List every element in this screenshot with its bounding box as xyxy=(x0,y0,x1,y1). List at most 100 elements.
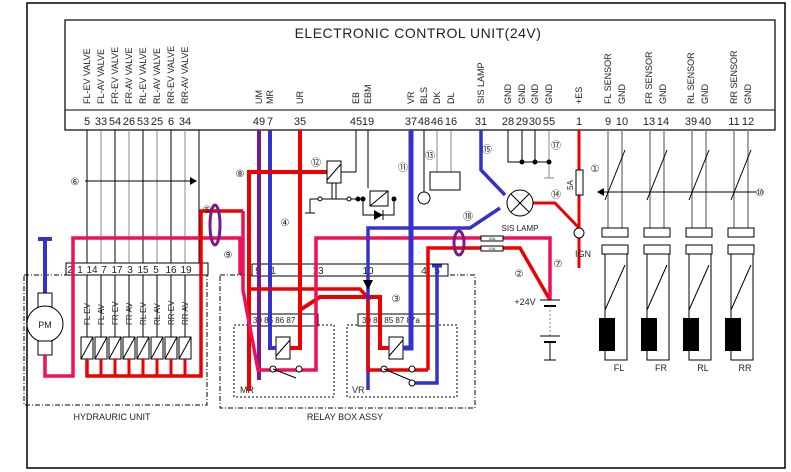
ecu-signal-label: GND xyxy=(517,84,527,105)
ecu-block: ELECTRONIC CONTROL UNIT(24V) FL-EV VALVE… xyxy=(64,19,776,131)
hu-pin: 7 xyxy=(101,265,107,276)
valve-label: FL EV xyxy=(83,302,92,325)
valve-label: FR AV xyxy=(125,302,134,325)
callout-label: ② xyxy=(515,269,524,280)
ecu-pin-number: 25 xyxy=(151,116,163,128)
ecu-pin-number: 37 xyxy=(405,116,417,128)
hu-pin: 3 xyxy=(127,265,133,276)
sensor-connector-a xyxy=(685,227,713,238)
wire-5 xyxy=(412,266,439,385)
valve-bus-drops xyxy=(85,359,187,376)
wire-mr xyxy=(268,130,276,350)
eb-relay xyxy=(305,130,397,220)
sensor-label: RR xyxy=(739,363,752,373)
vr-box xyxy=(346,324,458,398)
callout-label: ⑭ xyxy=(551,189,561,201)
gnd-node-3 xyxy=(546,159,552,165)
ecu-pin-number: 39 xyxy=(685,116,697,128)
valve-label: RR EV xyxy=(167,300,176,325)
callout-label: ⑦ xyxy=(554,259,563,270)
vr-contact-c xyxy=(408,379,416,387)
sensor-slash xyxy=(688,264,710,311)
sensor-connector-b xyxy=(685,244,713,255)
sensor-body xyxy=(688,254,712,361)
ecu-signal-label: GND xyxy=(658,84,668,105)
battery: +24V xyxy=(514,297,560,361)
mr-coil-slash xyxy=(275,339,291,357)
sensor-connector-b xyxy=(643,244,671,255)
ecu-pin-number: 14 xyxy=(657,116,669,128)
ecu-signal-label: DK xyxy=(432,91,442,104)
ecu-signal-label: GND xyxy=(503,84,513,105)
relay-box-pin: 4 xyxy=(421,266,427,277)
callout-label: ⑥ xyxy=(71,177,80,188)
ecu-pin-number: 53 xyxy=(137,116,149,128)
sensor-connector-a xyxy=(601,227,629,238)
main-wires xyxy=(241,130,581,391)
ecu-pin-number: 10 xyxy=(616,116,628,128)
ecu-pin-number: 7 xyxy=(267,116,273,128)
relay-box-pin: 13 xyxy=(312,266,324,277)
ecu-signal-label: FR-EV VALVE xyxy=(110,47,120,104)
hu-pin: 16 xyxy=(165,265,177,276)
sensor-slash xyxy=(646,264,668,311)
callout-label: ⑬ xyxy=(425,150,435,162)
ecu-signal-label: FR SENSOR xyxy=(644,51,654,104)
ecu-signal-label: SIS LAMP xyxy=(476,62,486,104)
hu-pin: 5 xyxy=(153,265,159,276)
pm-power-wire xyxy=(43,236,242,378)
arrow-head-10 xyxy=(597,188,604,196)
ecu-pin-number: 34 xyxy=(179,116,191,128)
ecu-pin-number: 33 xyxy=(95,116,107,128)
callout-label: ⑤ xyxy=(203,205,212,216)
ign-label: IGN xyxy=(575,249,591,259)
ecu-pin-number: 46 xyxy=(431,116,443,128)
ecu-pin-number: 19 xyxy=(362,116,374,128)
mr-contact-b xyxy=(295,365,303,373)
pump-motor-label: PM xyxy=(38,320,52,330)
ecu-signal-label: RL-AV VALVE xyxy=(152,48,162,104)
ecu-pin-number: 30 xyxy=(529,116,541,128)
valve-label: RL AV xyxy=(153,303,162,325)
vr-label: VR xyxy=(352,385,365,395)
sensor-magnet xyxy=(725,318,741,351)
ign-switch xyxy=(573,227,585,239)
sensor-slash xyxy=(730,264,752,311)
ecu-pin-number: 55 xyxy=(543,116,555,128)
ecu-signal-label: RL SENSOR xyxy=(686,52,696,104)
harness-clamp-5 xyxy=(208,203,222,247)
dk-dl-component xyxy=(429,171,461,191)
relay-box-pin: 1 xyxy=(270,266,276,277)
ecu-signal-label: VR xyxy=(406,91,416,104)
callout-label: ③ xyxy=(392,294,401,305)
valve-solenoid-slash xyxy=(122,336,136,360)
callout-label: ⑫ xyxy=(311,157,321,169)
bls-switch xyxy=(417,191,431,205)
arrow-head-6 xyxy=(190,177,197,185)
ecu-signal-label: FL-AV VALVE xyxy=(96,49,106,104)
ecu-signal-label: +ES xyxy=(574,87,584,104)
ecu-pin-number: 31 xyxy=(475,116,487,128)
valve-label: FL AV xyxy=(97,303,106,325)
callout-label: ⑩ xyxy=(756,188,765,199)
sensor-connector-b xyxy=(601,244,629,255)
sensor-connector-a xyxy=(643,227,671,238)
callout-label: ⑰ xyxy=(551,140,561,152)
ecu-pin-number: 28 xyxy=(502,116,514,128)
callout-label: ⑱ xyxy=(463,211,473,223)
eb-contact-b xyxy=(346,196,352,202)
relay-box-connector xyxy=(251,263,449,277)
hydraulic-unit-label: HYDRAURIC UNIT xyxy=(73,412,151,422)
mr-pins: 30 85 86 87 xyxy=(253,316,296,325)
ecu-title: ELECTRONIC CONTROL UNIT(24V) xyxy=(295,25,542,41)
wire-2 xyxy=(426,246,552,370)
valve-solenoid-slash xyxy=(164,336,178,360)
wire-16 xyxy=(366,206,501,390)
ecu-pin-number: 26 xyxy=(123,116,135,128)
fuse-a xyxy=(480,235,504,242)
gnd-node-2 xyxy=(532,159,538,165)
